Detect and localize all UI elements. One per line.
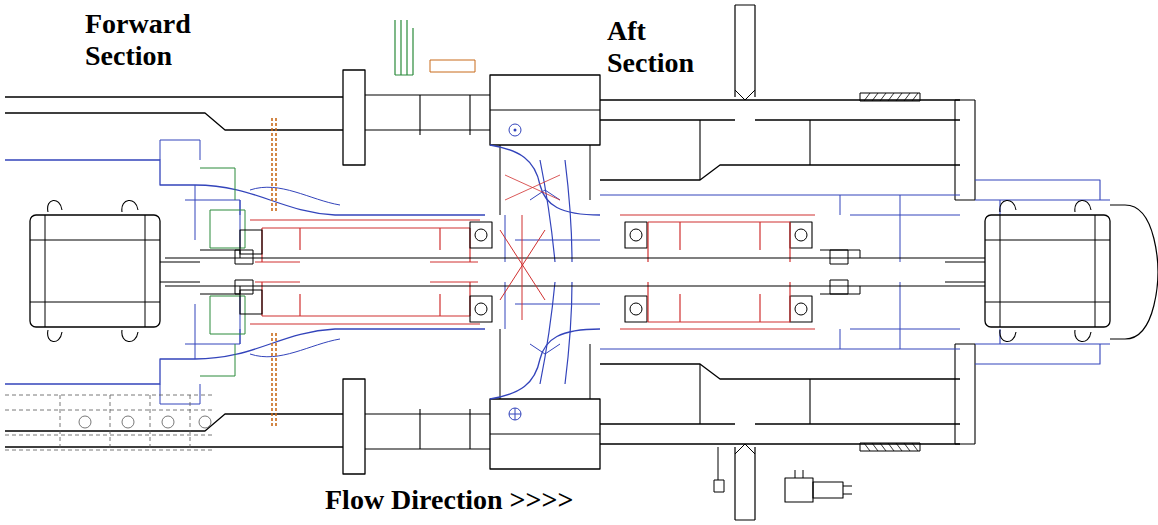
flow-direction-label: Flow Direction >>>> <box>325 484 625 516</box>
section-label: Forward Section <box>85 8 235 72</box>
section-label: Aft Section <box>607 15 722 79</box>
